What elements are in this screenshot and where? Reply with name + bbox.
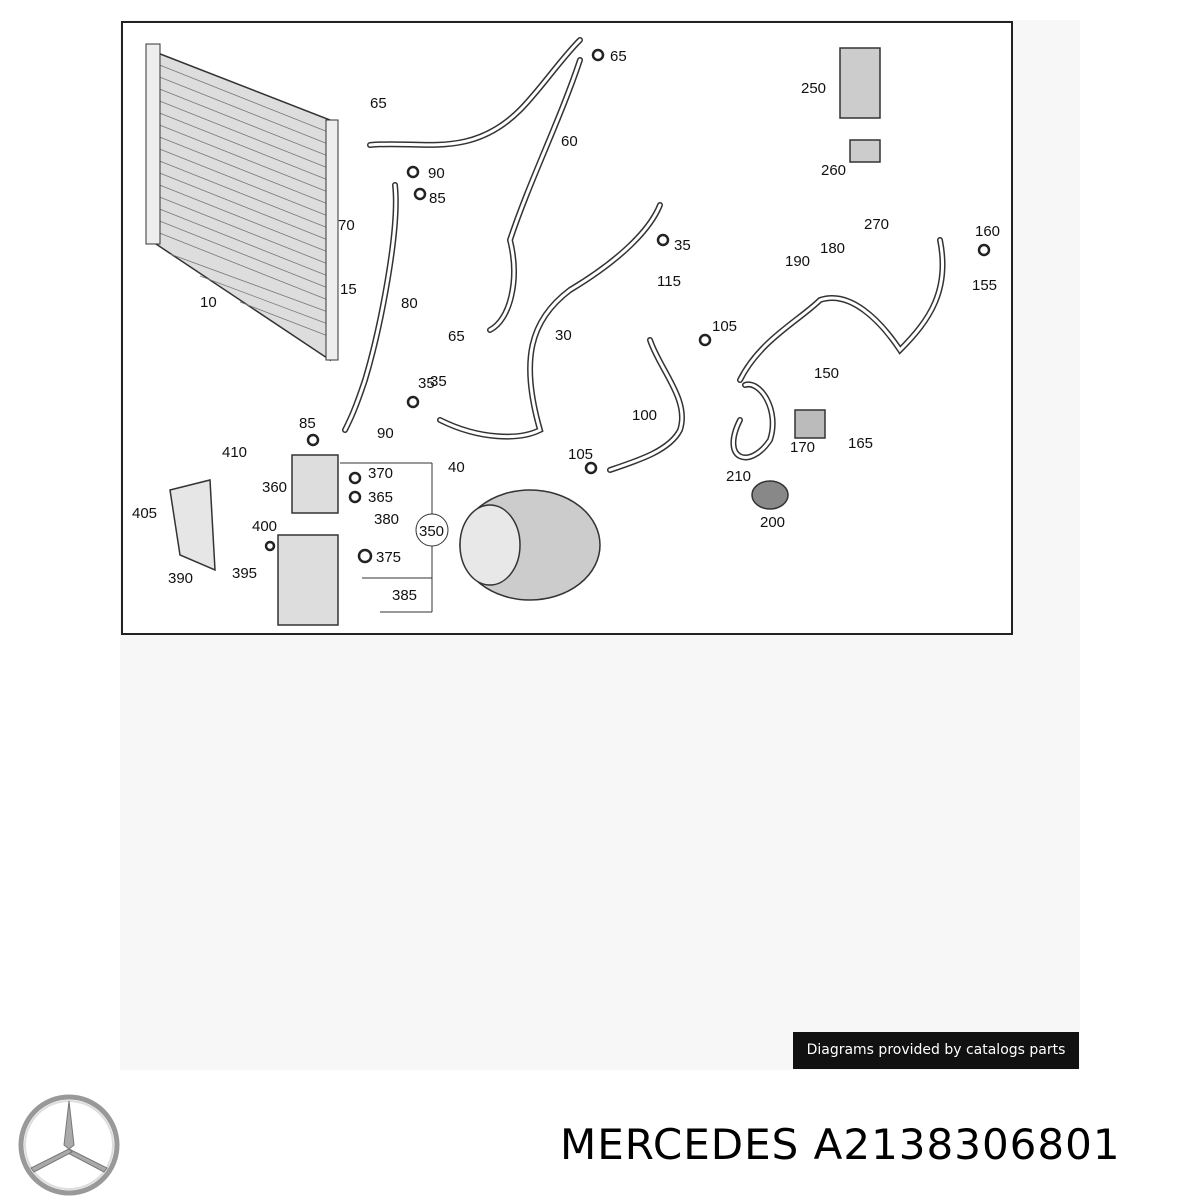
o-rings bbox=[264, 48, 991, 564]
label-350: 350 bbox=[419, 523, 444, 540]
label-105: 105 bbox=[568, 446, 593, 463]
label-115: 115 bbox=[657, 273, 681, 290]
label-260: 260 bbox=[821, 162, 846, 179]
label-405: 405 bbox=[132, 505, 157, 522]
mercedes-star-icon bbox=[18, 1094, 120, 1196]
label-160: 160 bbox=[975, 223, 1000, 240]
label-30: 30 bbox=[555, 327, 572, 344]
label-155: 155 bbox=[972, 277, 997, 294]
label-60: 60 bbox=[561, 133, 578, 150]
label-250: 250 bbox=[801, 80, 826, 97]
label-80: 80 bbox=[401, 295, 418, 312]
label-375: 375 bbox=[376, 549, 401, 566]
label-35: 35 bbox=[418, 375, 435, 392]
label-85: 85 bbox=[429, 190, 446, 207]
label-180: 180 bbox=[820, 240, 845, 257]
label-90: 90 bbox=[377, 425, 394, 442]
label-40: 40 bbox=[448, 459, 465, 476]
label-385: 385 bbox=[392, 587, 417, 604]
credit-banner: Diagrams provided by catalogs parts bbox=[793, 1032, 1079, 1069]
label-65: 65 bbox=[448, 328, 465, 345]
label-85: 85 bbox=[299, 415, 316, 432]
label-370: 370 bbox=[368, 465, 393, 482]
label-390: 390 bbox=[168, 570, 193, 587]
heat-exchanger bbox=[277, 534, 339, 626]
label-400: 400 bbox=[252, 518, 277, 535]
label-365: 365 bbox=[368, 489, 393, 506]
label-15: 15 bbox=[340, 281, 357, 298]
label-270: 270 bbox=[864, 216, 889, 233]
label-35: 35 bbox=[430, 373, 447, 390]
label-380: 380 bbox=[374, 511, 399, 528]
label-360: 360 bbox=[262, 479, 287, 496]
label-105: 105 bbox=[712, 318, 737, 335]
expansion-valve-360 bbox=[291, 454, 339, 514]
label-165: 165 bbox=[848, 435, 873, 452]
label-90: 90 bbox=[428, 165, 445, 182]
label-10: 10 bbox=[200, 294, 217, 311]
condenser-drawing bbox=[145, 43, 339, 362]
part-labels: 10 15 30 35 35 35 40 60 65 65 65 70 80 8… bbox=[132, 48, 1000, 604]
component-drawings bbox=[169, 47, 881, 626]
label-150: 150 bbox=[814, 365, 839, 382]
label-35: 35 bbox=[674, 237, 691, 254]
part-170 bbox=[794, 409, 826, 439]
label-410: 410 bbox=[222, 444, 247, 461]
label-200: 200 bbox=[760, 514, 785, 531]
callout-350 bbox=[340, 462, 449, 613]
part-200 bbox=[751, 480, 789, 510]
label-65: 65 bbox=[610, 48, 627, 65]
label-70: 70 bbox=[338, 217, 355, 234]
label-100: 100 bbox=[632, 407, 657, 424]
label-395: 395 bbox=[232, 565, 257, 582]
bracket-390 bbox=[169, 479, 216, 572]
label-65: 65 bbox=[370, 95, 387, 112]
valve-250 bbox=[839, 47, 881, 119]
brand-part-number: MERCEDES A2138306801 bbox=[560, 1120, 1121, 1169]
label-190: 190 bbox=[785, 253, 810, 270]
label-210: 210 bbox=[726, 468, 751, 485]
label-170: 170 bbox=[790, 439, 815, 456]
